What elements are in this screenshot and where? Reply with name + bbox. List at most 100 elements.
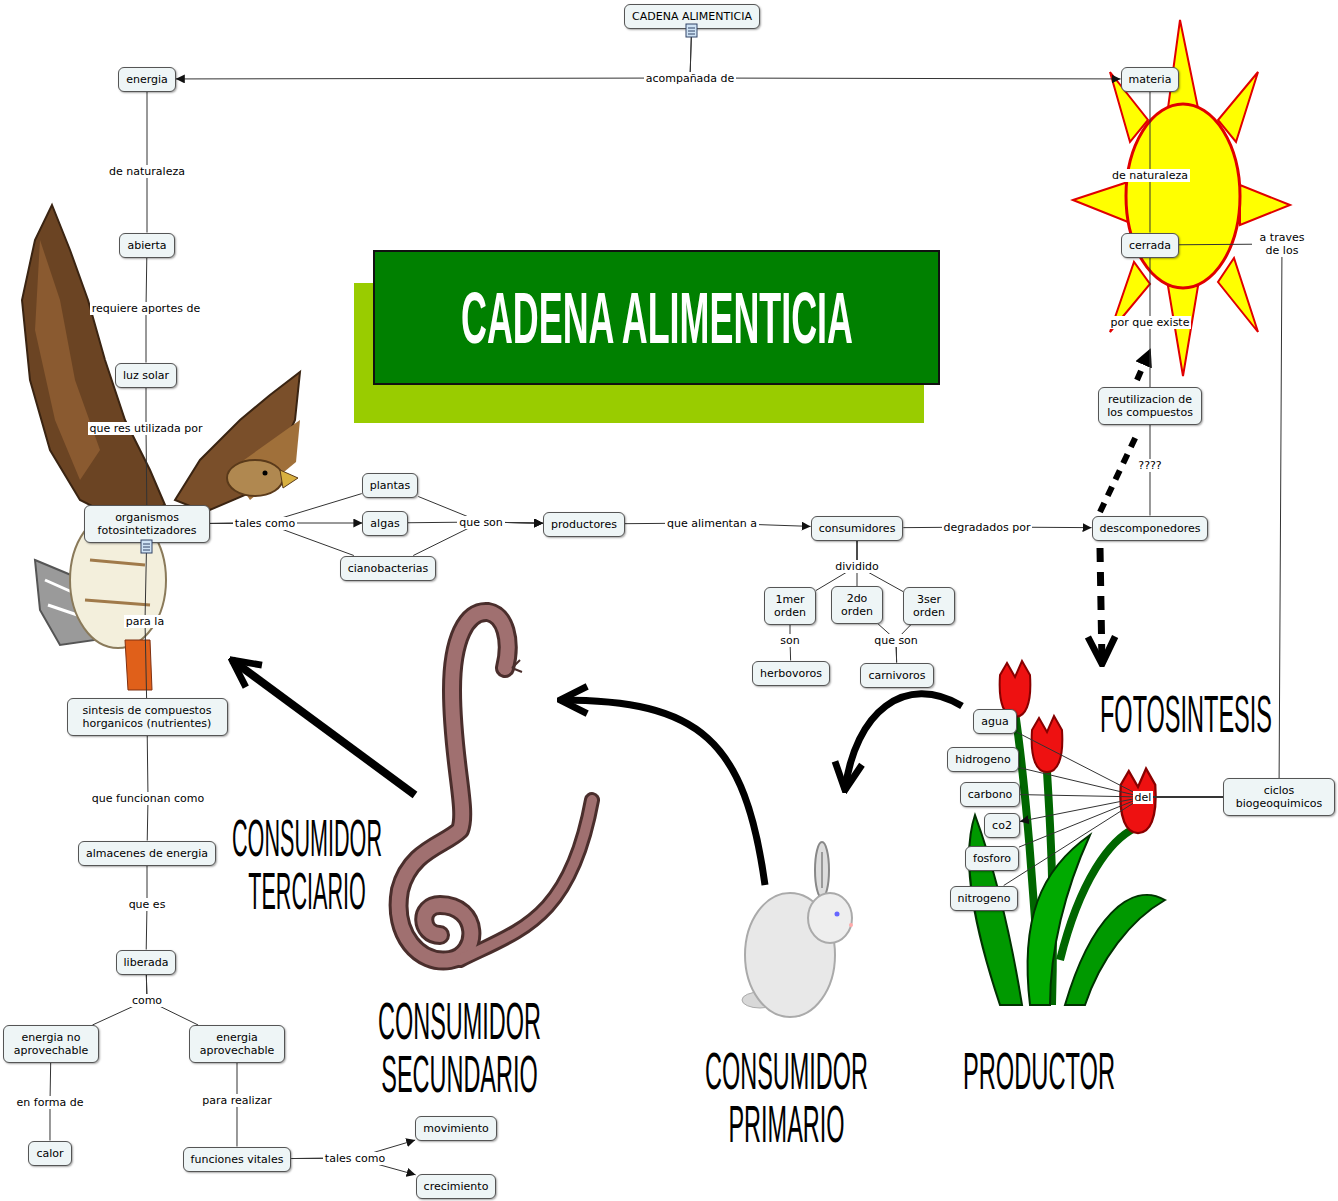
snake-body	[399, 612, 508, 961]
stage-label: PRODUCTOR	[963, 1045, 1115, 1098]
connector	[176, 29, 692, 79]
stage-label: FOTOSINTESIS	[1100, 688, 1272, 741]
concept-text: cianobacterias	[348, 562, 428, 575]
concept-text: crecimiento	[424, 1180, 489, 1193]
concept-box: 1mer orden	[764, 587, 816, 625]
concept-box: ciclos biogeoquimicos	[1223, 778, 1335, 816]
food-chain-arrow	[845, 694, 962, 790]
connector	[1020, 797, 1223, 821]
concept-box: 2do orden	[831, 586, 883, 624]
concept-box: almacenes de energia	[78, 841, 216, 866]
eagle-body-stripe	[85, 600, 150, 605]
eagle-wing	[175, 372, 300, 512]
concept-box: consumidores	[811, 516, 904, 541]
concept-text: herbovoros	[760, 667, 822, 680]
concept-text: almacenes de energia	[86, 847, 208, 860]
concept-text: funciones vitales	[191, 1153, 284, 1166]
concept-box: cianobacterias	[340, 556, 436, 581]
concept-box: hidrogeno	[947, 747, 1018, 772]
connector	[1019, 767, 1223, 797]
concept-box: organismos fotosintetizadores	[84, 505, 210, 543]
concept-box: plantas	[362, 473, 419, 498]
sun-disc	[1126, 104, 1240, 288]
eagle-eye	[263, 471, 268, 476]
concept-text: cerrada	[1129, 239, 1171, 252]
dashed-arrow	[1137, 350, 1150, 380]
rabbit-eye	[835, 912, 840, 917]
concept-box: productores	[543, 512, 625, 537]
concept-box: cerrada	[1121, 233, 1179, 258]
concept-box: funciones vitales	[183, 1147, 292, 1172]
dashed-arrow	[1100, 432, 1138, 512]
resource-icon-line	[143, 550, 150, 551]
concept-text: productores	[551, 518, 617, 531]
concept-text: ciclos biogeoquimicos	[1231, 784, 1327, 810]
link-label: acompañada de	[644, 72, 737, 85]
link-label: que funcionan como	[90, 792, 206, 805]
connector	[1019, 797, 1223, 847]
concept-text: sintesis de compuestos horganicos (nutri…	[75, 704, 220, 730]
concept-box: 3ser orden	[903, 587, 955, 625]
concept-box: co2	[984, 813, 1020, 838]
concept-box: sintesis de compuestos horganicos (nutri…	[67, 698, 228, 736]
concept-box: CADENA ALIMENTICIA	[624, 4, 760, 29]
resource-icon-line	[143, 547, 150, 548]
rabbit-ear-inner	[821, 852, 823, 888]
concept-text: 3ser orden	[911, 593, 947, 619]
concept-box: energia	[118, 67, 176, 92]
concept-text: consumidores	[819, 522, 896, 535]
concept-box: liberada	[116, 950, 177, 975]
connector	[146, 388, 148, 506]
concept-text: co2	[992, 819, 1012, 832]
sun-ray	[1168, 286, 1198, 376]
title-banner: CADENA ALIMENTICIA	[373, 250, 940, 385]
concept-text: hidrogeno	[955, 753, 1010, 766]
eagle-legs	[125, 640, 152, 690]
sun-ray	[1240, 185, 1290, 225]
link-label: a traves de los	[1252, 231, 1312, 257]
concept-box: fosforo	[965, 846, 1019, 871]
dashed-arrow	[1100, 548, 1102, 664]
resource-icon-line	[688, 34, 695, 35]
concept-box: materia	[1121, 67, 1180, 92]
connector	[1004, 797, 1223, 886]
link-label: de naturaleza	[107, 165, 187, 178]
concept-box: calor	[28, 1141, 71, 1166]
concept-text: nitrogeno	[958, 892, 1011, 905]
concept-text: organismos fotosintetizadores	[92, 511, 202, 537]
food-chain-arrow	[560, 700, 765, 885]
link-label: como	[130, 994, 164, 1007]
concept-text: plantas	[370, 479, 411, 492]
link-label: de naturaleza	[1110, 169, 1190, 182]
link-label: que es	[127, 898, 168, 911]
concept-text: 1mer orden	[772, 593, 808, 619]
concept-box: carbono	[960, 782, 1021, 807]
concept-box: energia aprovechable	[189, 1025, 285, 1063]
snake-tongue	[512, 660, 522, 672]
title-text: CADENA ALIMENTICIA	[461, 282, 853, 354]
stage-label: CONSUMIDOR SECUNDARIO	[378, 995, 541, 1101]
connector	[1017, 732, 1223, 797]
link-label: del	[1133, 791, 1154, 804]
link-label: requiere aportes de	[90, 302, 202, 315]
link-label: que son	[457, 516, 505, 529]
concept-box: descomponedores	[1092, 516, 1209, 541]
concept-text: energia no aprovechable	[11, 1031, 91, 1057]
sun-ray	[1073, 182, 1128, 222]
stage-label: CONSUMIDOR PRIMARIO	[705, 1045, 868, 1151]
concept-box: carnivoros	[860, 663, 933, 688]
eagle-body-stripe	[90, 560, 145, 565]
link-label: dividido	[833, 560, 880, 573]
concept-box: movimiento	[415, 1116, 497, 1141]
link-label: tales como	[233, 517, 297, 530]
link-label: por que existe	[1109, 316, 1192, 329]
concept-text: energia	[126, 73, 168, 86]
concept-box: crecimiento	[416, 1174, 497, 1199]
resource-icon-line	[688, 31, 695, 32]
link-label: son	[778, 634, 801, 647]
connector	[690, 29, 1121, 79]
concept-text: fosforo	[973, 852, 1011, 865]
rabbit-nose	[849, 923, 853, 927]
concept-text: calor	[36, 1147, 63, 1160]
concept-text: 2do orden	[839, 592, 875, 618]
